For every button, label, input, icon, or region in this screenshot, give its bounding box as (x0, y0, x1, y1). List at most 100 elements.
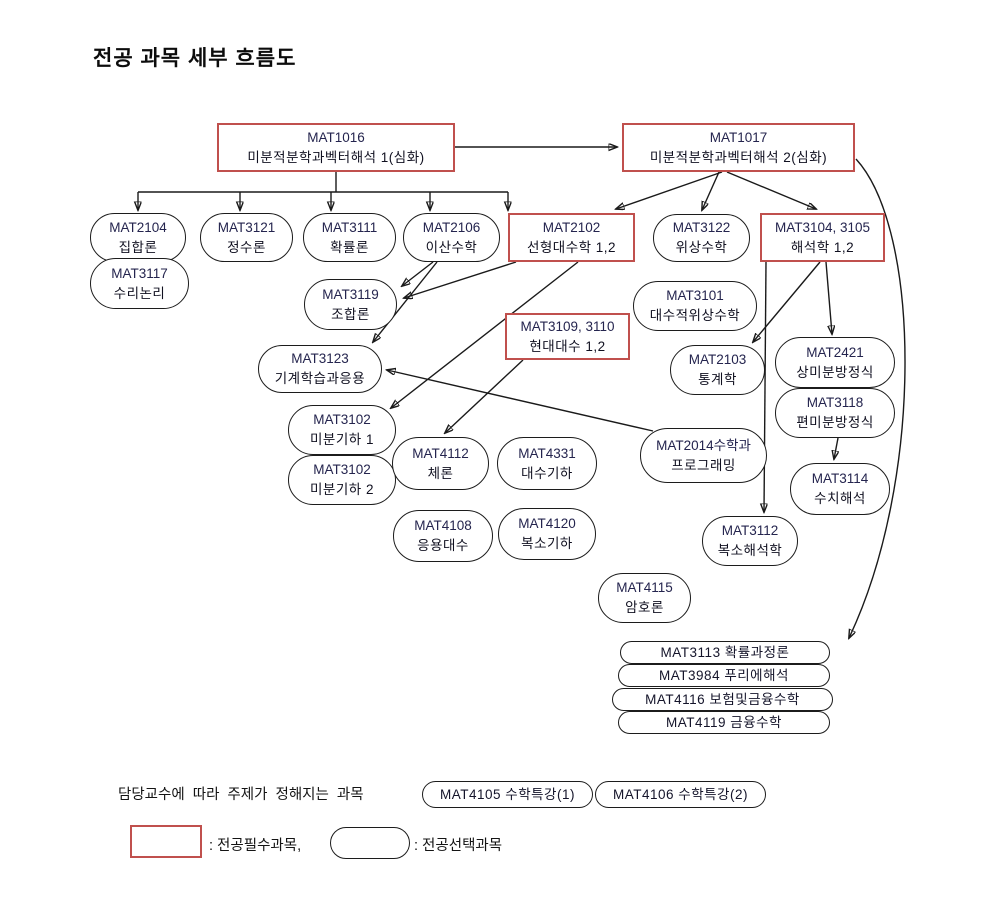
node-label: 이산수학 (425, 239, 478, 255)
node-label: 미분기하 1 (310, 432, 374, 447)
flow-arrow (702, 171, 720, 210)
node-label: MAT4108 (414, 518, 472, 533)
node-label: MAT4120 (518, 516, 576, 531)
node-mat3101: MAT3101 대수적위상수학 (633, 281, 757, 331)
node-mat4106: MAT4106 수학특강(2) (595, 781, 766, 808)
node-mat3122: MAT3122 위상수학 (653, 214, 750, 262)
node-label: MAT3118 (806, 395, 864, 410)
node-label: 조합론 (331, 306, 370, 322)
node-label: 해석학 1,2 (790, 239, 855, 255)
node-label: MAT4116 보험및금융수학 (645, 691, 800, 707)
node-mat1017: MAT1017 미분적분학과벡터해석 2(심화) (622, 123, 855, 172)
node-label: 미분적분학과벡터해석 2(심화) (649, 149, 828, 165)
node-label: MAT3112 (721, 523, 779, 538)
node-label: MAT3109, 3110 (520, 318, 615, 334)
flow-arrow (373, 261, 438, 342)
flow-arrow (834, 437, 838, 459)
node-label: MAT4331 (518, 445, 576, 461)
node-mat2106: MAT2106 이산수학 (403, 213, 500, 262)
node-label: 통계학 (698, 372, 737, 387)
node-label: 대수기하 (521, 465, 573, 481)
flow-arrow (402, 261, 434, 286)
page-title: 전공 과목 세부 흐름도 (93, 47, 297, 70)
legend-elective-swatch (330, 827, 410, 859)
flow-arrow (616, 171, 723, 209)
node-mat4331: MAT4331 대수기하 (497, 437, 597, 490)
legend-required-swatch (130, 825, 202, 858)
node-label: 확률론 (330, 239, 369, 255)
flow-arrow (445, 359, 524, 433)
node-label: 현대대수 1,2 (529, 338, 606, 354)
node-label: 응용대수 (417, 538, 469, 553)
node-label: 선형대수학 1,2 (526, 239, 617, 255)
node-mat3111: MAT3111 확률론 (303, 213, 396, 262)
node-label: 기계학습과응용 (274, 371, 366, 386)
node-label: MAT3121 (217, 219, 276, 235)
node-mat3104: MAT3104, 3105 해석학 1,2 (760, 213, 885, 262)
node-label: 체론 (427, 465, 454, 481)
flow-arrow (404, 261, 517, 298)
node-label: MAT2014수학과 (656, 437, 751, 453)
node-label: 프로그래밍 (671, 457, 736, 473)
node-label: MAT3117 (111, 265, 168, 281)
node-mat2104: MAT2104 집합론 (90, 213, 186, 262)
node-label: 수치해석 (814, 491, 866, 506)
legend-note: 담당교수에 따라 주제가 정해지는 과목 (118, 787, 364, 803)
node-label: MAT3102 (313, 412, 371, 427)
flow-arrow (849, 158, 906, 638)
node-label: MAT2104 (109, 219, 167, 235)
flow-arrow (753, 261, 821, 342)
flow-arrow (387, 370, 654, 432)
node-label: 미분적분학과벡터해석 1(심화) (247, 149, 425, 165)
node-label: 위상수학 (675, 240, 728, 255)
node-mat3112: MAT3112 복소해석학 (702, 516, 798, 566)
node-mat3113: MAT3113 확률과정론 (620, 641, 830, 664)
legend-elective-label: : 전공선택과목 (414, 838, 503, 854)
node-label: 암호론 (625, 600, 664, 615)
node-mat2102: MAT2102 선형대수학 1,2 (508, 213, 635, 262)
node-mat4108: MAT4108 응용대수 (393, 510, 493, 562)
node-label: MAT3984 푸리에해석 (659, 667, 789, 683)
node-label: MAT3114 (811, 471, 869, 486)
node-mat3102a: MAT3102 미분기하 1 (288, 405, 396, 455)
node-mat3114: MAT3114 수치해석 (790, 463, 890, 515)
node-mat4115: MAT4115 암호론 (598, 573, 691, 623)
node-label: MAT4115 (616, 580, 673, 595)
node-label: MAT3101 (666, 288, 724, 303)
node-label: MAT1017 (709, 129, 768, 145)
flow-arrow (391, 261, 579, 408)
node-label: MAT4106 수학특강(2) (613, 786, 748, 802)
node-label: MAT4119 금융수학 (666, 714, 782, 730)
node-label: 수리논리 (113, 285, 166, 301)
node-mat1016: MAT1016 미분적분학과벡터해석 1(심화) (217, 123, 455, 172)
node-label: MAT2102 (542, 219, 601, 235)
node-label: MAT2106 (422, 219, 481, 235)
node-label: MAT1016 (307, 129, 365, 145)
node-label: MAT3122 (672, 220, 731, 235)
flow-arrow (764, 261, 766, 512)
node-mat4116: MAT4116 보험및금융수학 (612, 688, 833, 711)
legend-required-label: : 전공필수과목, (209, 838, 302, 854)
node-label: MAT3111 (321, 219, 378, 235)
node-label: 미분기하 2 (310, 482, 374, 497)
node-label: MAT3119 (322, 286, 379, 302)
node-label: 대수적위상수학 (649, 308, 741, 323)
node-label: 집합론 (118, 239, 158, 255)
node-mat3119: MAT3119 조합론 (304, 279, 397, 330)
node-label: MAT3113 확률과정론 (660, 644, 790, 660)
node-mat3109: MAT3109, 3110 현대대수 1,2 (505, 313, 630, 360)
node-mat3984: MAT3984 푸리에해석 (618, 664, 830, 687)
node-label: 복소해석학 (717, 543, 783, 558)
node-label: MAT4112 (412, 445, 469, 461)
node-mat4119: MAT4119 금융수학 (618, 711, 830, 734)
node-label: 상미분방정식 (796, 364, 874, 380)
node-label: MAT3104, 3105 (774, 219, 871, 235)
